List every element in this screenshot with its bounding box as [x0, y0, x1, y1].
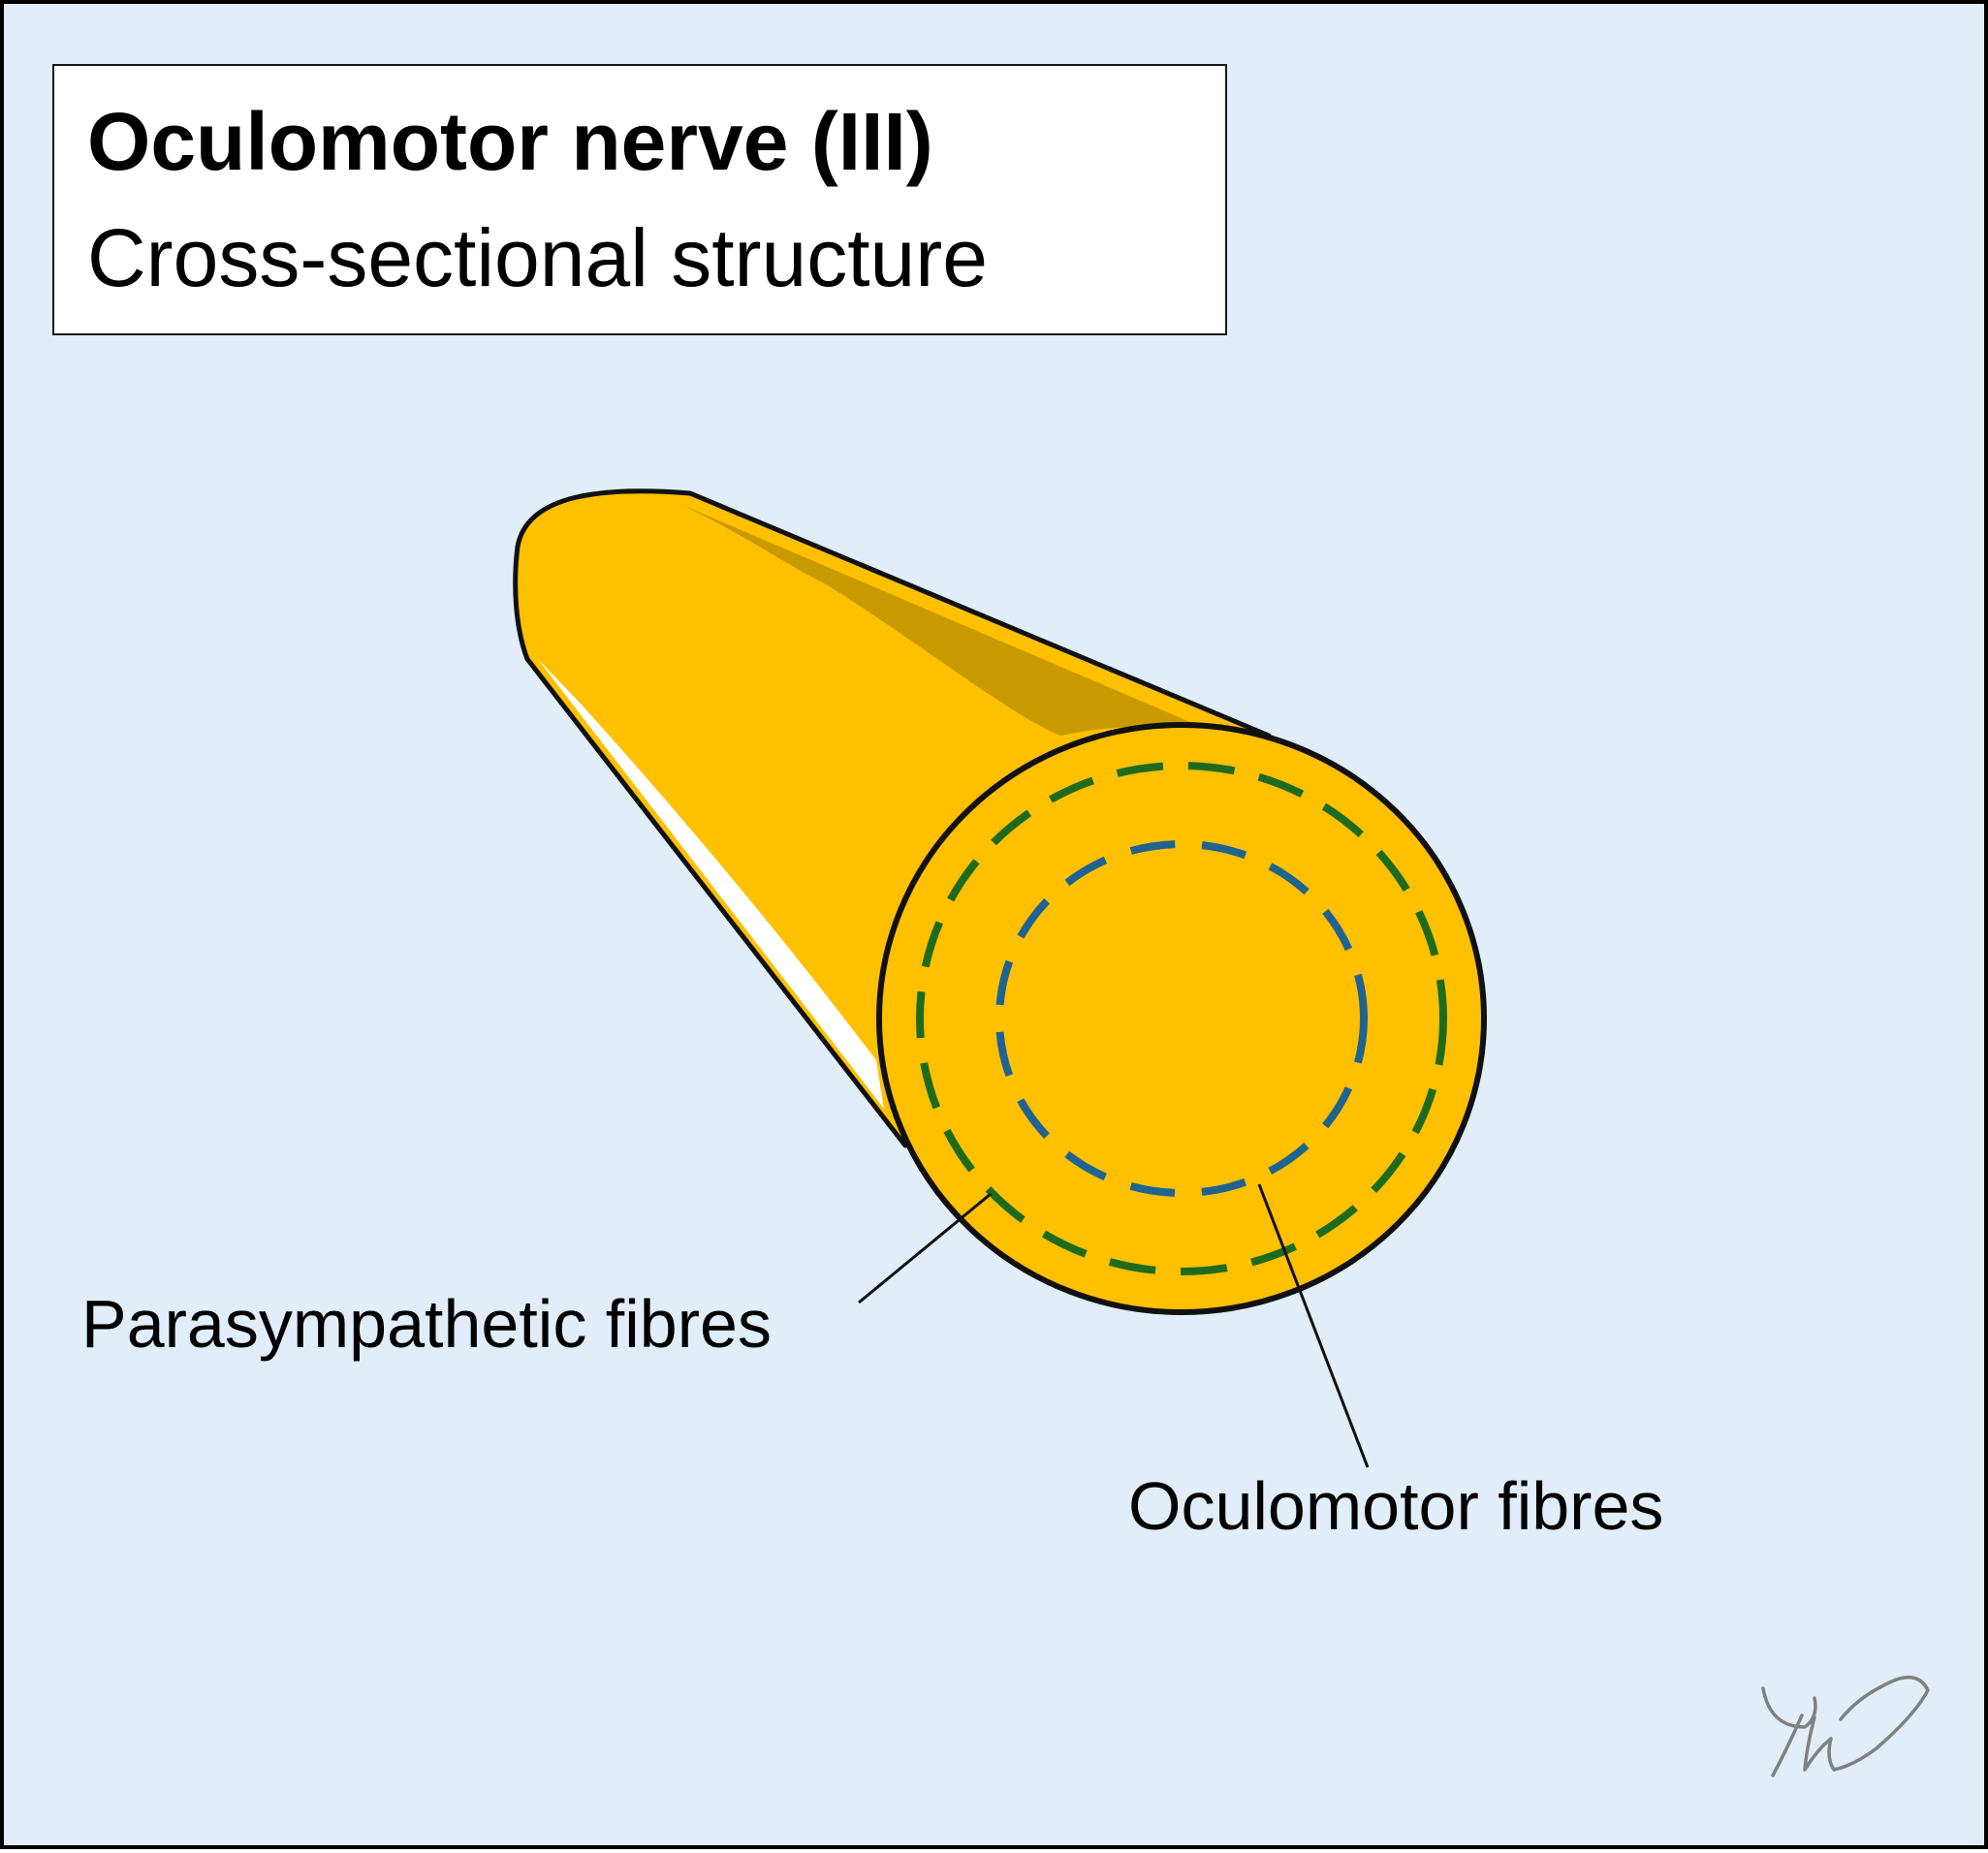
oculomotor-fibres-label: Oculomotor fibres: [1128, 1468, 1664, 1544]
oculomotor-ring: [995, 840, 1368, 1197]
nerve-illustration: [513, 488, 1930, 1777]
title-box: Oculomotor nerve (III) Cross-sectional s…: [52, 64, 1227, 335]
nerve-highlight: [537, 658, 884, 1109]
cross-section-face: [876, 722, 1487, 1315]
parasympathetic-leader-line: [858, 1192, 992, 1304]
signature-mark: [1761, 1675, 1930, 1777]
diagram-title: Oculomotor nerve (III): [87, 96, 933, 187]
parasympathetic-fibres-label: Parasympathetic fibres: [81, 1286, 772, 1362]
oculomotor-leader-line: [1257, 1183, 1370, 1468]
nerve-cylinder-body: [513, 488, 1272, 1148]
diagram-subtitle: Cross-sectional structure: [87, 212, 988, 303]
nerve-top-shadow: [678, 503, 1211, 736]
parasympathetic-ring: [916, 762, 1447, 1275]
